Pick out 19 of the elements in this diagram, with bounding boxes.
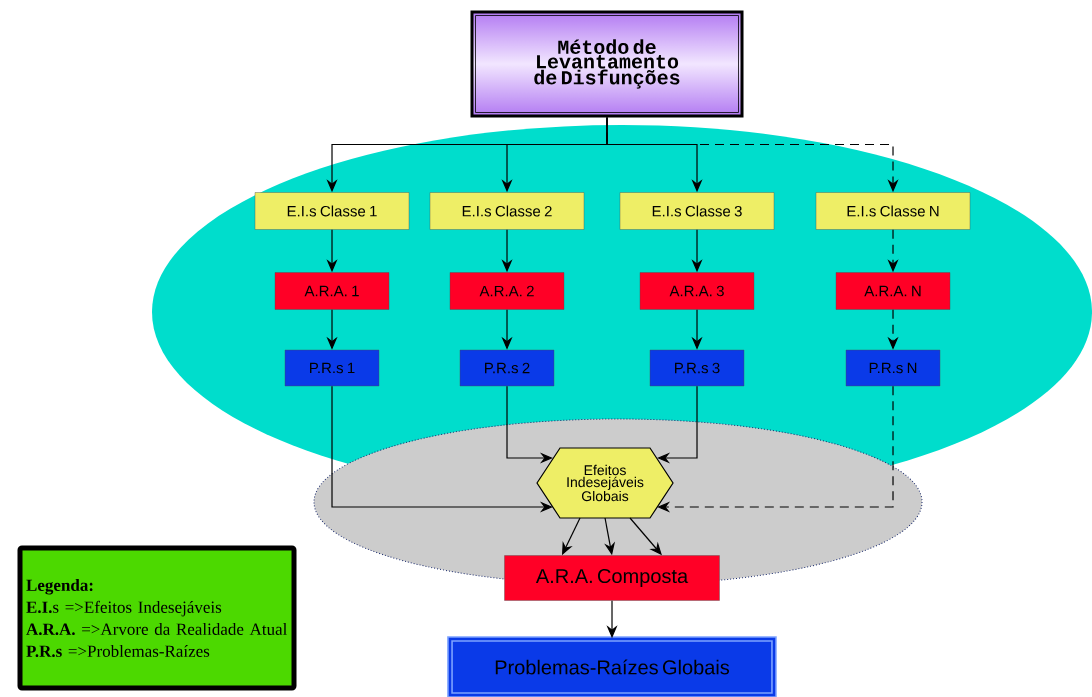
problem-box: P.R.s 3: [649, 349, 745, 387]
process-box: A.R.A. 1: [274, 272, 390, 310]
legend-box: Legenda: E.I.s =>Efeitos Indesejáveis A.R.A. =>Arvore da Realidade Atual P.R.s =>Problemas-Raízes: [17, 545, 297, 691]
process-box: A.R.A. 2: [449, 272, 565, 310]
class-box: E.I.s Classe 2: [429, 192, 585, 230]
result-box: Problemas-Raízes Globais: [447, 636, 777, 697]
process-box: A.R.A. N: [835, 272, 951, 310]
class-box: E.I.s Classe N: [815, 192, 971, 230]
class-box: E.I.s Classe 1: [254, 192, 410, 230]
problem-box: P.R.s N: [845, 349, 941, 387]
class-box: E.I.s Classe 3: [619, 192, 775, 230]
process-box: A.R.A. 3: [639, 272, 755, 310]
hexagon: Efeitos Indesejáveis Globais: [536, 447, 674, 519]
arrow: [657, 385, 894, 513]
arrow: [657, 385, 698, 464]
process-box: A.R.A. Composta: [504, 555, 720, 601]
title-box: Método de Levantamento de Disfunções: [470, 10, 744, 118]
problem-box: P.R.s 2: [459, 349, 555, 387]
problem-box: P.R.s 1: [284, 349, 380, 387]
